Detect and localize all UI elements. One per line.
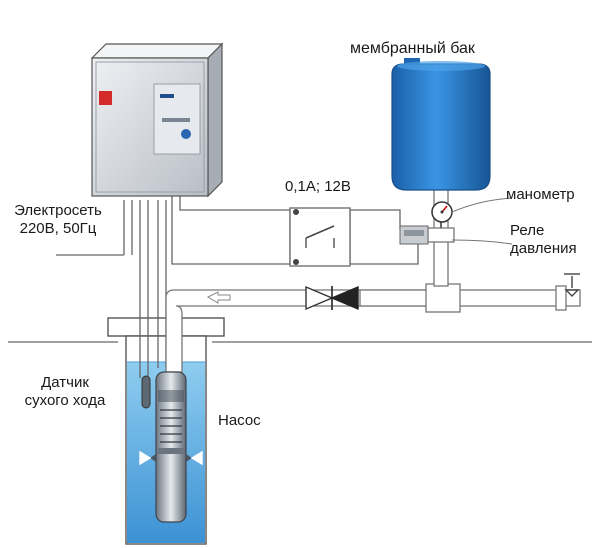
pressure-relay-icon <box>399 225 429 245</box>
sensor-label-line1: Датчик <box>41 374 89 391</box>
label-leaders <box>451 197 513 245</box>
flow-arrow-icon <box>206 291 231 304</box>
check-valve-icon <box>305 285 359 311</box>
mains-label-line1: Электросеть <box>14 202 102 219</box>
control-knob <box>181 129 191 139</box>
sensor-label-line2: сухого хода <box>24 392 106 409</box>
tap-valve-icon <box>564 273 580 297</box>
pump-cables <box>139 200 167 378</box>
membrane-tank-icon <box>391 58 491 191</box>
pump-label: Насос <box>218 412 261 429</box>
mains-cable <box>56 200 133 256</box>
gauge-label: манометр <box>506 186 575 203</box>
pressure-relay-label-line1: Реле <box>510 222 545 239</box>
dry-run-sensor-icon <box>141 375 151 409</box>
control-box-icon <box>90 42 224 198</box>
submersible-pump-icon <box>139 371 203 523</box>
pressure-relay-label: Реле давления <box>510 222 577 258</box>
mains-label-line2: 220В, 50Гц <box>19 220 97 237</box>
mains-label: Электросеть 220В, 50Гц <box>0 202 116 238</box>
relay-spec-label: 0,1А; 12В <box>285 178 351 195</box>
main-pipe <box>359 283 581 313</box>
indicator-light <box>99 91 112 105</box>
pressure-relay-label-line2: давления <box>510 240 577 257</box>
tank-label: мембранный бак <box>350 40 475 57</box>
sensor-label: Датчик сухого хода <box>0 374 130 410</box>
relay-switch <box>289 207 351 267</box>
